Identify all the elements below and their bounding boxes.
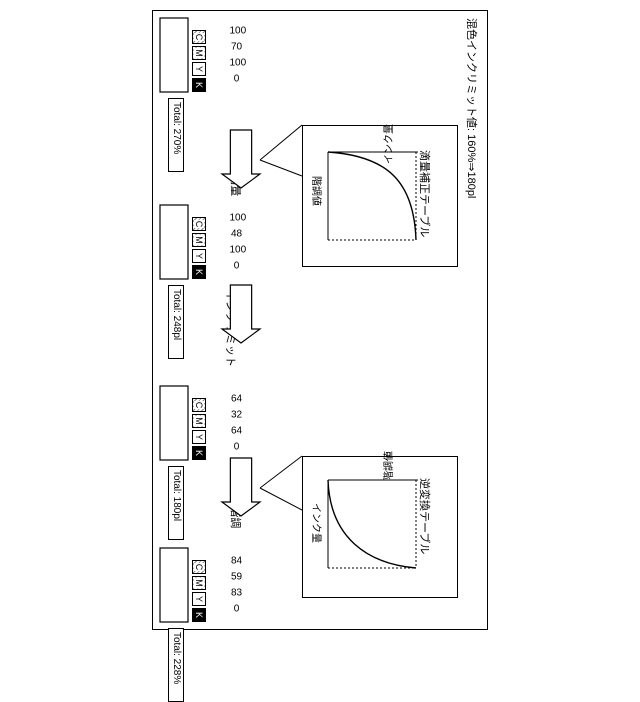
ink-limit-diagram: 混色インクリミット値: 160%⇒180pl Total: 270% Total… (0, 0, 640, 640)
stage-2-cell-k: K (192, 265, 206, 279)
arrow-gradation-to-droplet (222, 130, 260, 188)
stage-1-value-m: 70 (230, 42, 244, 53)
stage-3-color-swatch (160, 386, 188, 460)
stage-4-cell-m: M (192, 576, 206, 590)
stage-1-cell-k: K (192, 78, 206, 92)
arrow-mixed-ink-limit (222, 285, 260, 343)
stage-2-cell-m: M (192, 233, 206, 247)
stage-2-color-swatch (160, 205, 188, 279)
stage-1-value-y: 100 (230, 58, 244, 69)
stage-2-cell-y-label: Y (194, 252, 204, 260)
stage-1-cell-m: M (192, 46, 206, 60)
stage-4-cell-c: C (192, 560, 206, 574)
inverse-callout-line-1 (260, 456, 302, 488)
stage-3-cell-m: M (192, 414, 206, 428)
inverse-curve (328, 480, 416, 568)
stage-2-cell-y: Y (192, 249, 206, 263)
stage-3-cell-k-label: K (194, 449, 204, 457)
stage-1-value-c: 100 (230, 26, 244, 37)
stage-1-cell-y: Y (192, 62, 206, 76)
stage-3-cell-m-label: M (194, 416, 204, 426)
stage-4-value-k: 0 (230, 604, 244, 615)
stage-1-value-k: 0 (230, 74, 244, 85)
stage-1-color-swatch (160, 18, 188, 92)
stage-4-cell-k-label: K (194, 611, 204, 619)
stage-3-cell-c-label: C (194, 401, 204, 410)
stage-2-value-k: 0 (230, 261, 244, 272)
stage-1-cell-k-label: K (194, 81, 204, 89)
stage-1-cell-m-label: M (194, 48, 204, 58)
stage-1-cell-y-label: Y (194, 65, 204, 73)
stage-3-value-y: 64 (230, 426, 244, 437)
stage-2-cell-k-label: K (194, 268, 204, 276)
inverse-callout-line-2 (260, 488, 302, 510)
stage-2-value-y: 100 (230, 245, 244, 256)
stage-4-cell-y-label: Y (194, 595, 204, 603)
forward-callout-line-1 (260, 125, 302, 160)
stage-3-cell-k: K (192, 446, 206, 460)
stage-2-cell-c: C (192, 217, 206, 231)
stage-3-value-m: 32 (230, 410, 244, 421)
forward-callout-line-2 (260, 160, 302, 176)
stage-2-value-c: 100 (230, 213, 244, 224)
stage-3-cell-y: Y (192, 430, 206, 444)
stage-2-cell-c-label: C (194, 220, 204, 229)
stage-2-value-m: 48 (230, 229, 244, 240)
stage-3-cell-c: C (192, 398, 206, 412)
stage-3-value-k: 0 (230, 442, 244, 453)
diagram-drawing (0, 0, 640, 640)
stage-1-cell-c-label: C (194, 33, 204, 42)
stage-3-cell-y-label: Y (194, 433, 204, 441)
stage-4-color-swatch (160, 548, 188, 622)
stage-2-cell-m-label: M (194, 235, 204, 245)
stage-4-cell-m-label: M (194, 578, 204, 588)
stage-4-value-m: 59 (230, 572, 244, 583)
stage-4-cell-k: K (192, 608, 206, 622)
stage-4-cell-y: Y (192, 592, 206, 606)
arrow-droplet-to-gradation (222, 458, 260, 516)
stage-3-value-c: 64 (230, 394, 244, 405)
forward-curve (328, 152, 416, 240)
stage-4-value-y: 83 (230, 588, 244, 599)
stage-1-cell-c: C (192, 30, 206, 44)
stage-4-cell-c-label: C (194, 563, 204, 572)
stage-4-value-c: 84 (230, 556, 244, 567)
